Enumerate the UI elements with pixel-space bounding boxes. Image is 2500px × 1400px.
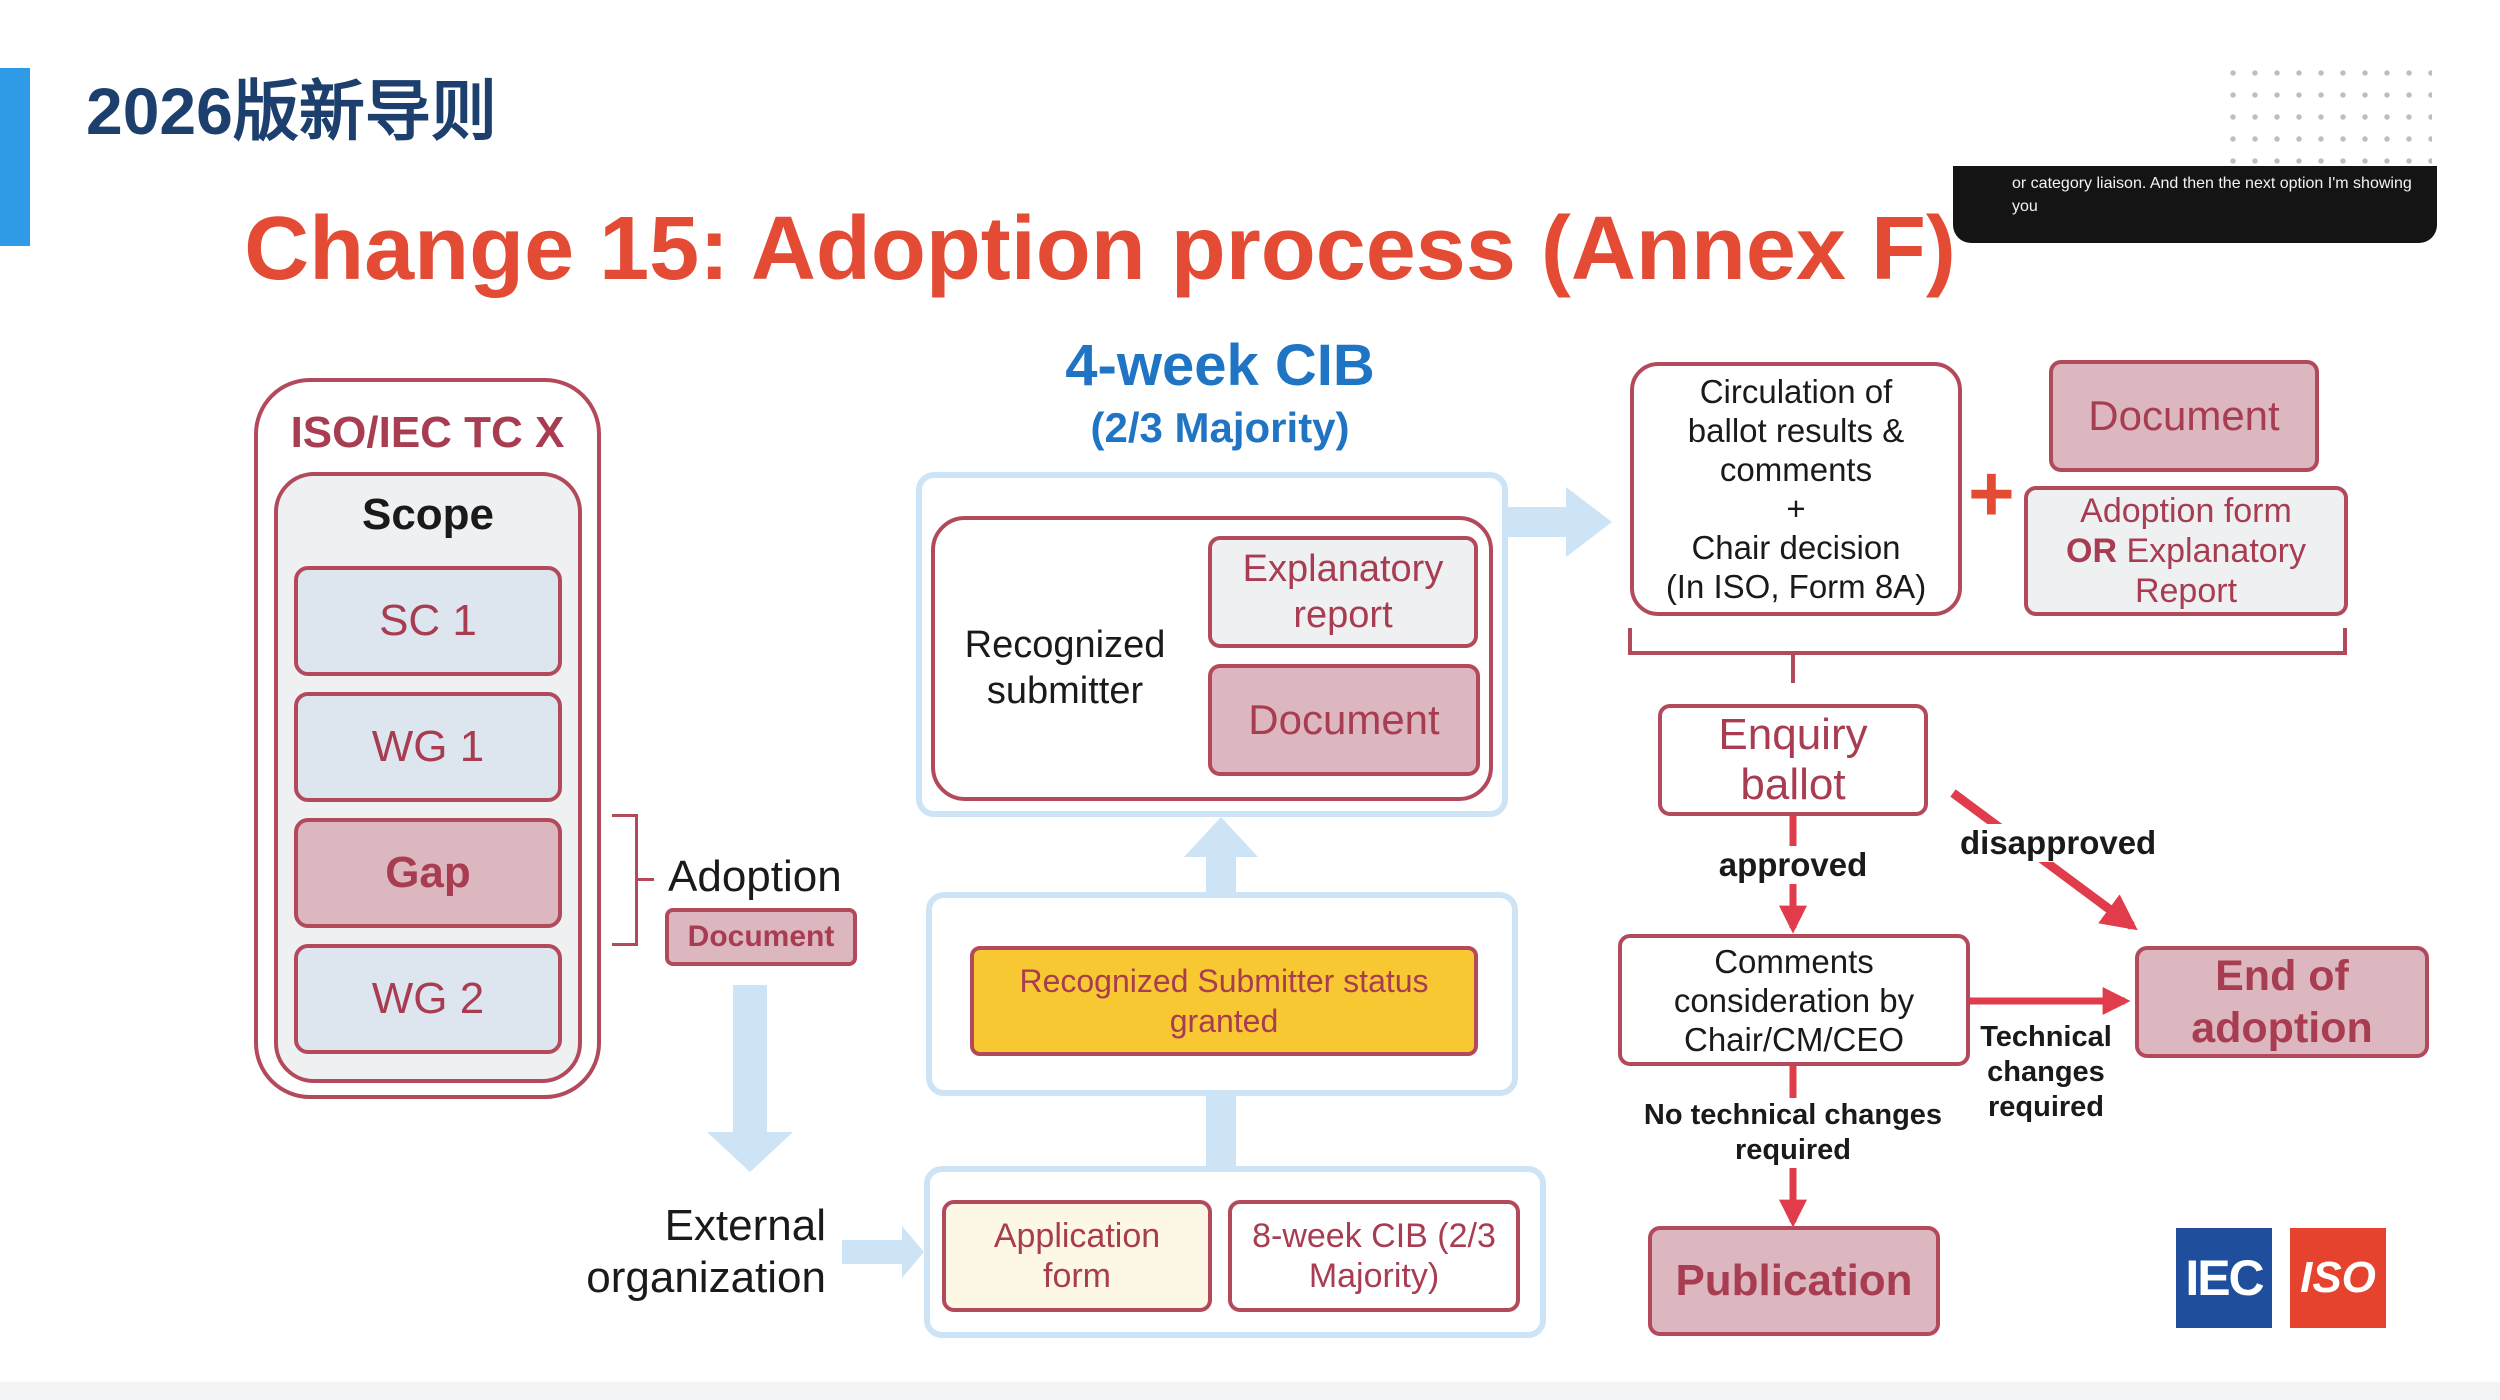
status-granted-box: Recognized Submitter status granted (970, 946, 1478, 1056)
cib-8week-box: 8-week CIB (2/3 Majority) (1228, 1200, 1520, 1312)
circulation-line-3: comments (1719, 451, 1873, 488)
application-form-box: Application form (942, 1200, 1212, 1312)
tc-item-sc1: SC 1 (294, 566, 562, 676)
adoption-document: Document (665, 908, 857, 966)
explanatory-report-box: Explanatory report (1208, 536, 1478, 648)
end-of-adoption-box: End of adoption (2135, 946, 2429, 1058)
iec-logo-text: IEC (2185, 1250, 2264, 1306)
circulation-line-1: Circulation of (1699, 373, 1893, 410)
publication-box: Publication (1648, 1226, 1940, 1336)
enquiry-ballot-box: Enquiry ballot (1658, 704, 1928, 816)
adoption-bracket-tick (638, 878, 654, 881)
circulation-box: Circulation of ballot results & comments… (1630, 362, 1962, 616)
arrow-cib-to-circulation (1508, 487, 1612, 557)
right-document-box: Document (2049, 360, 2319, 472)
tc-scope-label: Scope (361, 490, 495, 539)
live-caption: or category liaison. And then the next o… (1953, 166, 2437, 243)
arrow-external-to-application (842, 1226, 924, 1278)
accent-bar (0, 68, 30, 246)
red-plus-sign: + (1968, 449, 2015, 538)
right-bracket (1628, 628, 2347, 683)
cib-subtitle: (2/3 Majority) (1090, 404, 1350, 451)
arrow-up-application-to-status (1206, 1096, 1236, 1170)
or-word: OR (2066, 532, 2117, 570)
circulation-plus: + (1786, 490, 1806, 527)
iec-logo: IEC (2176, 1228, 2272, 1328)
cib-title: 4-week CIB (1065, 333, 1375, 398)
tc-title: ISO/IEC TC X (290, 408, 565, 457)
iso-logo: ISO (2290, 1228, 2386, 1328)
adoption-form-box: Adoption form OR Explanatory Report (2024, 486, 2348, 616)
header-title: 2026版新导则 (86, 74, 497, 148)
external-organization-label: External organization (586, 1201, 826, 1302)
circulation-line-4: Chair decision (1691, 529, 1901, 566)
no-technical-changes-label: No technical changes required (1636, 1098, 1950, 1168)
disapproved-label: disapproved (1960, 824, 2157, 862)
iso-logo-text: ISO (2300, 1253, 2376, 1302)
arrow-up-status-to-submitter (1184, 817, 1258, 892)
report-line: Report (2134, 572, 2238, 610)
dot-grid-decoration (2222, 62, 2432, 172)
tc-item-wg2: WG 2 (294, 944, 562, 1054)
tc-item-gap: Gap (294, 818, 562, 928)
slide-title: Change 15: Adoption process (Annex F) (244, 199, 1956, 299)
circulation-line-2: ballot results & (1687, 412, 1905, 449)
adoption-bracket (612, 814, 638, 946)
tc-item-wg1: WG 1 (294, 692, 562, 802)
comments-consideration-box: Comments consideration by Chair/CM/CEO (1618, 934, 1970, 1066)
explanatory-word: Explanatory (2126, 532, 2306, 570)
technical-changes-label: Technical changes required (1980, 1021, 2112, 1123)
submitter-document-box: Document (1208, 664, 1480, 776)
adoption-form-line: Adoption form (2080, 492, 2292, 530)
recognized-submitter-label: Recognized submitter (964, 624, 1166, 712)
approved-label: approved (1703, 846, 1883, 884)
or-explanatory-line: OR Explanatory (2066, 531, 2306, 571)
arrow-down-to-external (707, 985, 793, 1172)
bottom-strip (0, 1382, 2500, 1400)
adoption-label: Adoption (668, 852, 842, 901)
circulation-line-5: (In ISO, Form 8A) (1665, 568, 1927, 605)
